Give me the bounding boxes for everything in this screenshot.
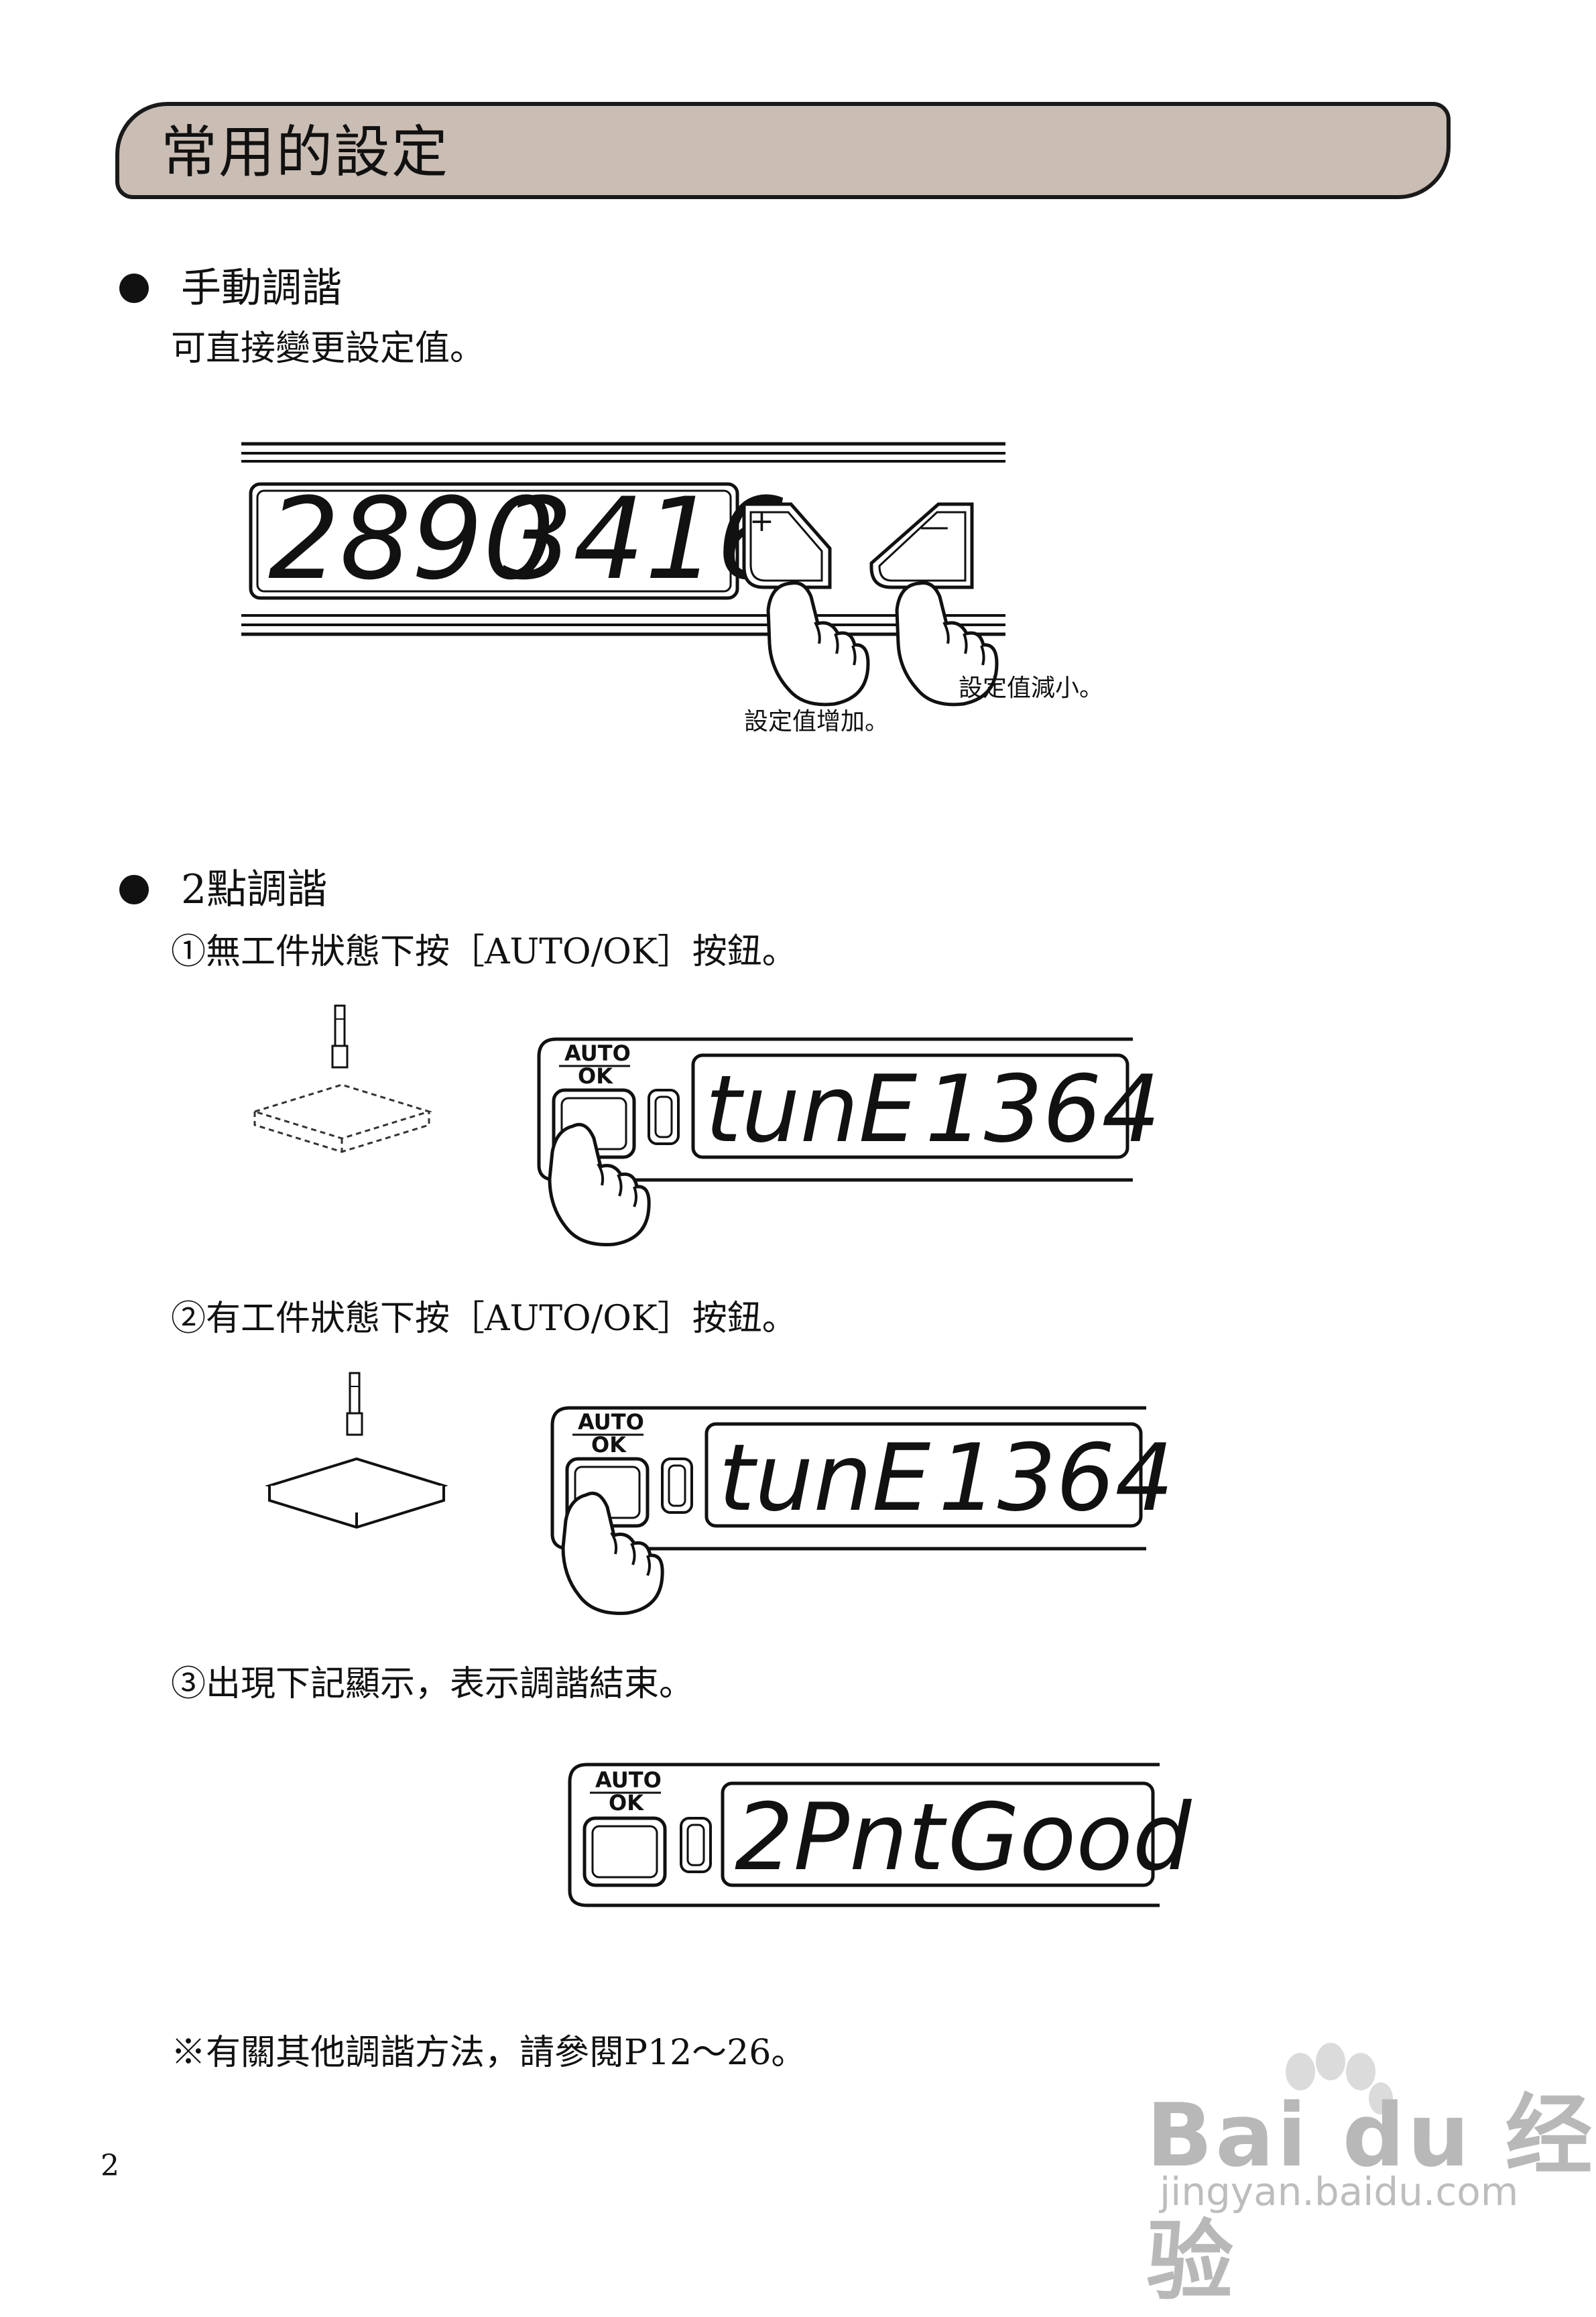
indicator-led xyxy=(661,1458,693,1514)
plus-label: + xyxy=(749,504,774,538)
pointing-hand-icon xyxy=(895,581,999,707)
lcd-display-manual xyxy=(249,482,739,600)
sensor-no-workpiece-illustration xyxy=(251,1004,433,1153)
step-3-text: ③出現下記顯示，表示調諧結束。 xyxy=(171,1664,694,1704)
auto-ok-button[interactable] xyxy=(582,1816,667,1887)
sensor-with-workpiece-illustration xyxy=(265,1372,448,1529)
sensor-device-step2: AUTO OK tunE 1364 xyxy=(550,1406,1174,1615)
step-1-text: ①無工件狀態下按［AUTO/OK］按鈕。 xyxy=(171,932,797,972)
lcd-value-left: 2890 xyxy=(268,473,555,605)
minus-button[interactable]: — xyxy=(869,502,974,589)
title-banner xyxy=(115,102,1451,199)
lcd-display-step2 xyxy=(704,1422,1143,1528)
ok-label: OK xyxy=(609,1790,644,1816)
auto-label: AUTO xyxy=(595,1767,662,1793)
lcd-text-left: tunE xyxy=(719,1424,930,1532)
lcd-value-right: 3416 xyxy=(501,473,788,605)
page-title: 常用的設定 xyxy=(161,119,450,185)
plus-button[interactable]: + xyxy=(742,502,832,589)
step-2-text: ②有工件狀態下按［AUTO/OK］按鈕。 xyxy=(171,1299,797,1339)
bullet-icon xyxy=(119,274,149,303)
callout-decrease: 設定值減小。 xyxy=(959,674,1104,702)
manual-page: 常用的設定 手動調諧 可直接變更設定值。 2890 3416 + — xyxy=(101,102,1593,2312)
minus-label: — xyxy=(920,510,949,544)
ok-label: OK xyxy=(591,1432,627,1458)
ok-label: OK xyxy=(578,1063,613,1089)
sensor-device-step1: AUTO OK tunE 1364 xyxy=(537,1037,1160,1246)
callout-increase: 設定值增加。 xyxy=(744,708,889,735)
pointing-hand-icon xyxy=(548,1122,651,1246)
pointing-hand-icon xyxy=(766,581,870,707)
sensor-probe-icon xyxy=(334,1004,346,1047)
indicator-led xyxy=(648,1089,680,1145)
indicator-led xyxy=(680,1817,712,1873)
pointing-hand-icon xyxy=(561,1491,664,1615)
section-heading-two-point: 2點調諧 xyxy=(181,866,328,913)
lcd-display-step1 xyxy=(691,1053,1129,1159)
auto-label: AUTO xyxy=(564,1041,631,1066)
sensor-probe-icon xyxy=(349,1372,361,1415)
watermark-paw-icon xyxy=(1286,2043,1393,2115)
lcd-text-right: Good xyxy=(948,1783,1192,1891)
lcd-display-step3 xyxy=(721,1781,1155,1887)
watermark-url: jingyan.baidu.com xyxy=(1160,2169,1519,2214)
section-heading-manual: 手動調諧 xyxy=(181,265,342,312)
sensor-device-step3: AUTO OK 2Pnt Good xyxy=(568,1763,1192,1907)
section-description-manual: 可直接變更設定值。 xyxy=(171,329,485,369)
manual-tuning-diagram: 2890 3416 + — xyxy=(241,442,1005,707)
lcd-text-right: 1364 xyxy=(938,1424,1174,1532)
page-number: 2 xyxy=(101,2149,119,2183)
auto-label: AUTO xyxy=(578,1409,644,1435)
lcd-text-left: 2Pnt xyxy=(735,1783,947,1891)
empty-workpiece-outline xyxy=(251,1083,433,1140)
watermark-logo: Bai du 经验 xyxy=(1146,2084,1595,2312)
bullet-icon xyxy=(119,875,149,904)
lcd-text-right: 1364 xyxy=(925,1055,1160,1163)
lcd-text-left: tunE xyxy=(705,1055,917,1163)
footnote: ※有關其他調諧方法，請參閱P12～26。 xyxy=(171,2033,806,2073)
